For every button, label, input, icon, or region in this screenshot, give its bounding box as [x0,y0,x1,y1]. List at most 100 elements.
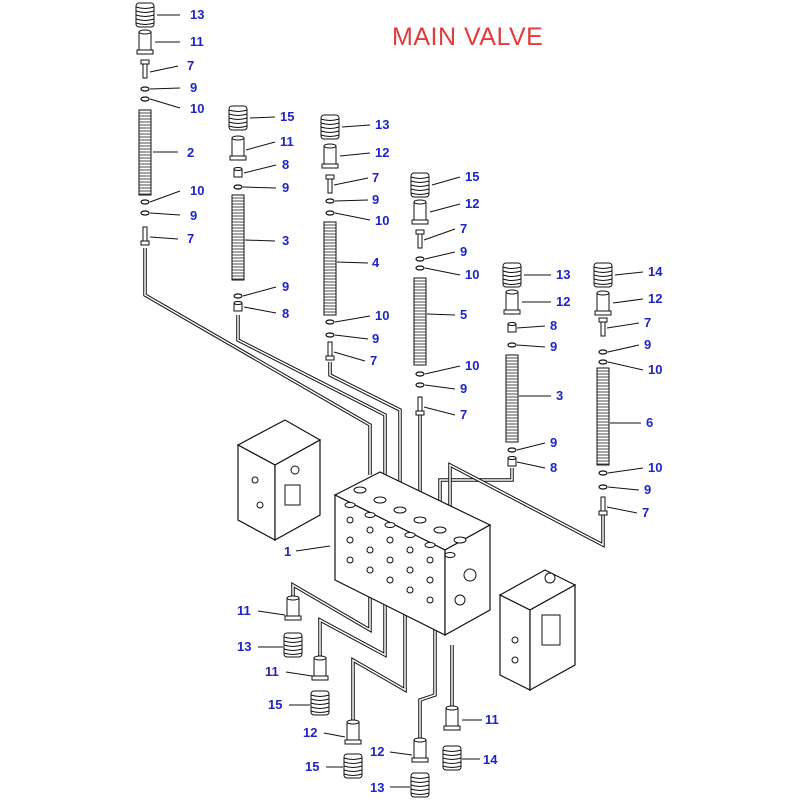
callout-label: 7 [187,58,194,73]
connection-line-inner [237,315,386,480]
spool-part [231,194,245,281]
spring-part [410,772,430,798]
callout-label: 7 [187,231,194,246]
callout-label: 10 [190,101,204,116]
oring-part [325,198,335,204]
callout-label: 14 [648,264,663,279]
oring-part [325,332,335,338]
callout-label: 9 [550,339,557,354]
leader-line [516,344,546,348]
oring-part [415,265,425,271]
oring-part [507,342,517,348]
callout-label: 9 [190,208,197,223]
leader-line [149,65,179,73]
leader-line [249,116,276,119]
leader-line [424,251,456,260]
leader-line [431,176,461,186]
leader-line [149,87,181,90]
leader-line [424,365,461,375]
callout-label: 13 [375,117,389,132]
callout-label: 12 [556,294,570,309]
spool-part [505,354,519,443]
left-valve-block [236,419,322,542]
callout-label: 8 [282,306,289,321]
leader-line [336,261,369,264]
oring-part [598,359,608,365]
oring-part [415,371,425,377]
leader-line [607,467,644,474]
plug7f-part [598,496,608,516]
leader-line [607,344,640,353]
spring-part [283,632,303,658]
callout-label: 10 [375,308,389,323]
connection-line-inner [329,362,401,490]
cap-part [411,737,429,763]
callout-label: 14 [483,752,498,767]
spring-part [228,105,248,131]
leader-line [334,199,369,202]
spool-part [323,221,337,316]
right-valve-block [498,569,577,692]
callout-label: 12 [465,196,479,211]
callout-label: 7 [372,170,379,185]
oring-part [415,256,425,262]
leader-line [423,406,456,416]
spring-part [502,262,522,288]
spring-part [593,262,613,288]
callout-label: 11 [237,603,251,618]
plug8-part [507,456,517,467]
callout-label: 7 [370,353,377,368]
leader-line [614,271,644,276]
callout-label: 12 [648,291,662,306]
plug7f-part [325,341,335,361]
leader-line [612,298,644,304]
leader-line [606,506,638,514]
callout-label: 15 [305,759,319,774]
callout-label: 9 [282,279,289,294]
callout-label: 10 [648,460,662,475]
callout-label: 12 [370,744,384,759]
callout-label: 9 [550,435,557,450]
leader-line [516,461,546,469]
oring-part [140,86,150,92]
connection-line-inner [352,610,406,720]
plug7-part [598,317,608,337]
callout-label: 7 [460,221,467,236]
leader-line [334,212,371,221]
leader-line [244,239,276,242]
leader-line [334,334,369,340]
plug7f-part [415,396,425,416]
cap-part [411,199,429,225]
callout-label: 11 [485,712,499,727]
callout-label: 9 [282,180,289,195]
oring-part [598,349,608,355]
callout-label: 13 [556,267,570,282]
leader-line [149,236,179,240]
callout-label: 13 [190,7,204,22]
callout-label: 9 [644,482,651,497]
callout-label: 3 [556,388,563,403]
leader-line [389,751,413,756]
connection-line-inner [449,463,604,547]
connection-line-inner [419,625,436,738]
callout-label: 9 [460,381,467,396]
callout-label: 15 [280,109,294,124]
leader-line [333,351,366,362]
callout-label: 13 [370,780,384,795]
callout-label: 10 [190,183,204,198]
oring-part [325,210,335,216]
callout-label: 7 [460,407,467,422]
oring-part [140,199,150,205]
connection-line-outer [328,362,402,490]
leader-line [242,286,277,297]
leader-line [334,315,371,323]
spring-part [135,2,155,28]
callout-label: 10 [648,362,662,377]
callout-label: 12 [303,725,317,740]
oring-part [233,293,243,299]
spool-part [138,109,152,196]
callout-label: 9 [644,337,651,352]
cap-part [136,29,154,55]
plug8-part [507,322,517,333]
